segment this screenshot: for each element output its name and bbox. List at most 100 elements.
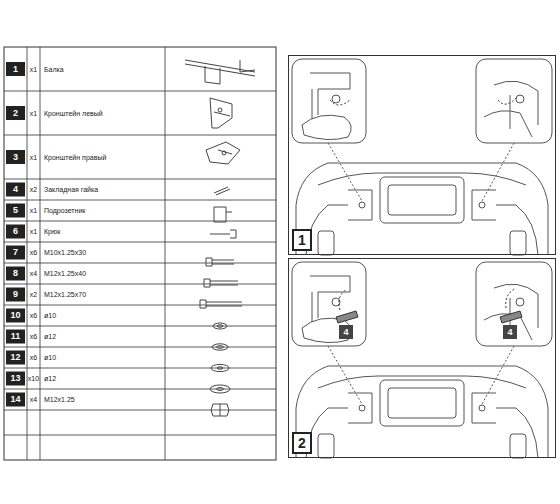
cell-text: Кронштейн правый bbox=[44, 154, 106, 161]
quantity: x1 bbox=[27, 221, 40, 242]
cell-text: x1 bbox=[30, 207, 37, 214]
part-name: Балка bbox=[44, 47, 165, 91]
part-name: M12x1.25x70 bbox=[44, 284, 165, 305]
part-name: ø12 bbox=[44, 368, 165, 389]
quantity: x1 bbox=[27, 200, 40, 221]
cell-text: Крюк bbox=[44, 228, 60, 235]
part-name: Кронштейн правый bbox=[44, 135, 165, 179]
number-cell bbox=[6, 150, 25, 164]
cell-text: Закладная гайка bbox=[44, 186, 98, 193]
row-line bbox=[4, 435, 276, 436]
cell-text: 3 bbox=[13, 153, 18, 162]
assembly-step-1 bbox=[292, 59, 552, 255]
cell-text: 8 bbox=[13, 269, 18, 278]
cell-text: 13 bbox=[10, 374, 20, 383]
row-line bbox=[4, 410, 276, 411]
part-number: 2 bbox=[4, 91, 27, 135]
cell-text: ø12 bbox=[44, 375, 56, 382]
cell-text: x6 bbox=[30, 249, 37, 256]
part-number: 3 bbox=[4, 135, 27, 179]
cell-text: x4 bbox=[30, 270, 37, 277]
quantity: x6 bbox=[27, 347, 40, 368]
number-cell bbox=[6, 288, 25, 302]
cell-text: x6 bbox=[30, 312, 37, 319]
part-name: Закладная гайка bbox=[44, 179, 165, 200]
callout-text: 4 bbox=[340, 326, 351, 338]
quantity: x10 bbox=[27, 368, 40, 389]
cell-text: 2 bbox=[13, 109, 18, 118]
step1-arrows bbox=[330, 96, 518, 105]
number-cell bbox=[6, 330, 25, 344]
row-line bbox=[4, 242, 276, 243]
part-number: 8 bbox=[4, 263, 27, 284]
cell-text: M12x1.25x70 bbox=[44, 291, 86, 298]
column-line bbox=[40, 47, 41, 460]
number-cell bbox=[6, 225, 25, 239]
callout-number: 4 bbox=[339, 325, 353, 339]
cell-text: x2 bbox=[30, 186, 37, 193]
step-panel: 1 bbox=[288, 55, 556, 255]
number-cell bbox=[6, 62, 25, 76]
part-number: 1 bbox=[4, 47, 27, 91]
part-name: Крюк bbox=[44, 221, 165, 242]
row-line bbox=[4, 221, 276, 222]
cell-text: 5 bbox=[13, 206, 18, 215]
column-line bbox=[27, 47, 28, 460]
number-cell bbox=[6, 372, 25, 386]
number-cell bbox=[6, 204, 25, 218]
quantity: x2 bbox=[27, 284, 40, 305]
cell-text: Балка bbox=[44, 66, 64, 73]
part-number: 7 bbox=[4, 242, 27, 263]
callout-number: 4 bbox=[503, 325, 517, 339]
cell-text: ø12 bbox=[44, 333, 56, 340]
cell-text: x1 bbox=[30, 110, 37, 117]
part-name: Кронштейн левый bbox=[44, 91, 165, 135]
row-line bbox=[4, 200, 276, 201]
cell-text: x10 bbox=[28, 375, 39, 382]
row-line bbox=[4, 326, 276, 327]
step-number: 1 bbox=[292, 229, 312, 251]
row-line bbox=[4, 368, 276, 369]
cell-text: 4 bbox=[13, 185, 18, 194]
assembly-step-2 bbox=[292, 262, 552, 458]
cell-text: x6 bbox=[30, 354, 37, 361]
cell-text: M12x1.25 bbox=[44, 396, 75, 403]
cell-text: 10 bbox=[10, 311, 20, 320]
quantity: x6 bbox=[27, 305, 40, 326]
cell-text: x1 bbox=[30, 228, 37, 235]
number-cell bbox=[6, 183, 25, 197]
part-name: M12x1.25 bbox=[44, 389, 165, 410]
quantity: x4 bbox=[27, 263, 40, 284]
quantity: x2 bbox=[27, 179, 40, 200]
row-line bbox=[4, 179, 276, 180]
part-number: 14 bbox=[4, 389, 27, 410]
part-number: 12 bbox=[4, 347, 27, 368]
table-rows bbox=[4, 47, 276, 460]
part-name: ø10 bbox=[44, 305, 165, 326]
cell-text: 6 bbox=[13, 227, 18, 236]
part-number: 10 bbox=[4, 305, 27, 326]
quantity: x6 bbox=[27, 242, 40, 263]
step-number: 2 bbox=[292, 432, 312, 454]
row-line bbox=[4, 91, 276, 92]
number-cell bbox=[6, 246, 25, 260]
parts-table-grid bbox=[4, 47, 276, 460]
part-number: 5 bbox=[4, 200, 27, 221]
callout-text: 4 bbox=[504, 326, 515, 338]
row-line bbox=[4, 263, 276, 264]
cell-text: x6 bbox=[30, 333, 37, 340]
quantity: x1 bbox=[27, 47, 40, 91]
part-number: 4 bbox=[4, 179, 27, 200]
part-name: M10x1.25x30 bbox=[44, 242, 165, 263]
cell-text: Кронштейн левый bbox=[44, 110, 103, 117]
row-line bbox=[4, 135, 276, 136]
cell-text: ø10 bbox=[44, 354, 56, 361]
cell-text: 1 bbox=[13, 65, 18, 74]
number-cell bbox=[6, 106, 25, 120]
part-name: Подрозетник bbox=[44, 200, 165, 221]
column-line bbox=[165, 47, 166, 460]
quantity: x6 bbox=[27, 326, 40, 347]
number-cell bbox=[6, 267, 25, 281]
number-cell bbox=[6, 309, 25, 323]
part-name: M12x1.25x40 bbox=[44, 263, 165, 284]
